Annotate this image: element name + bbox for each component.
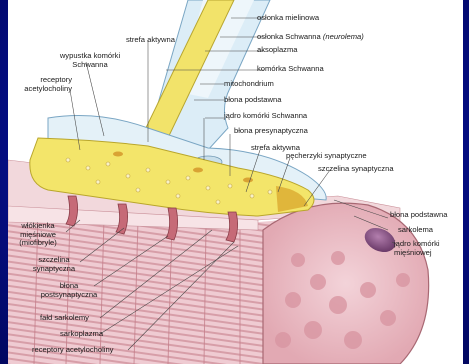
label-basement-membrane-right: błona podstawna	[390, 211, 447, 220]
label-myofibrils: włókienka mięśniowe (miofibryle)	[8, 222, 68, 248]
label-myofibrils-l3: (miofibryle)	[8, 239, 68, 248]
label-schwann-cell: komórka Schwanna	[257, 65, 324, 74]
label-schwann-sheath: osłonka Schwanna (neurolema)	[257, 33, 364, 42]
diagram-panel: osłonka mielinowa osłonka Schwanna (neur…	[8, 0, 463, 364]
label-ach-receptors-bottom: receptory acetylocholiny	[32, 346, 113, 355]
label-schwann-process: wypustka komórki Schwanna	[54, 52, 126, 69]
label-myelin-sheath: osłonka mielinowa	[257, 14, 319, 23]
label-postsynaptic-membrane: błona postsynaptyczna	[36, 282, 102, 299]
label-synaptic-cleft-top: szczelina synaptyczna	[318, 165, 394, 174]
label-synaptic-cleft-l2: synaptyczna	[24, 265, 84, 274]
label-schwann-nucleus: jądro komórki Schwanna	[224, 112, 307, 121]
label-ach-receptors-top-l2: acetylocholiny	[8, 85, 72, 94]
label-mitochondrion: mitochondrium	[224, 80, 274, 89]
label-ach-receptors-top: receptory acetylocholiny	[8, 76, 72, 93]
label-neurolemma: (neurolema)	[323, 32, 364, 41]
label-axoplasm: aksoplazma	[257, 46, 298, 55]
label-active-zone-top: strefa aktywna	[126, 36, 175, 45]
label-postsynaptic-membrane-l2: postsynaptyczna	[36, 291, 102, 300]
label-presynaptic-membrane: błona presynaptyczna	[234, 127, 308, 136]
label-synaptic-cleft: szczelina synaptyczna	[24, 256, 84, 273]
label-muscle-nucleus: jądro komórki mięśniowej	[394, 240, 440, 257]
label-sarcolemma: sarkolema	[398, 226, 433, 235]
label-synaptic-vesicles: pęcherzyki synaptyczne	[286, 152, 367, 161]
label-basement-membrane-top: błona podstawna	[224, 96, 281, 105]
label-schwann-process-l2: Schwanna	[54, 61, 126, 70]
label-schwann-sheath-text: osłonka Schwanna	[257, 32, 321, 41]
label-junctional-fold: fałd sarkolemy	[40, 314, 89, 323]
label-muscle-nucleus-l2: mięśniowej	[394, 249, 440, 258]
label-sarcoplasm: sarkoplazma	[60, 330, 103, 339]
